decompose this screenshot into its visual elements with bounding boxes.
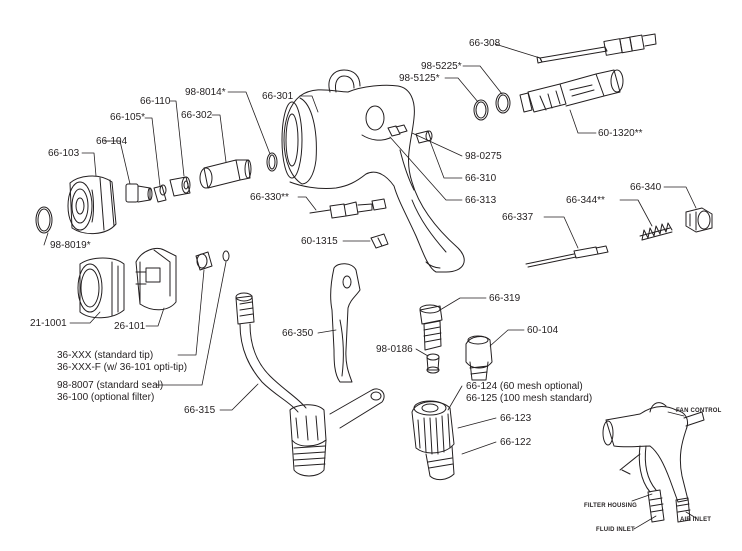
label-98-5125: 98-5125* [399, 73, 440, 84]
needle-spring [639, 222, 673, 241]
label-98-8014: 98-8014* [185, 87, 226, 98]
trigger-screw [370, 233, 389, 249]
label-66-122: 66-122 [500, 437, 532, 448]
small-screws [387, 124, 433, 144]
label-66-308: 66-308 [469, 38, 501, 49]
air-inlet-fitting [465, 335, 493, 381]
inset-label-fluid-inlet: FLUID INLET [596, 527, 635, 533]
label-66-319: 66-319 [489, 293, 521, 304]
label-36-100: 36-100 (optional filter) [57, 392, 155, 403]
label-98-0186: 98-0186 [376, 344, 413, 355]
air-fitting [419, 304, 443, 351]
retaining-ring [67, 175, 117, 234]
label-66-103: 66-103 [48, 148, 80, 159]
o-ring-98-5125 [473, 99, 489, 121]
air-valve-assembly [519, 69, 624, 113]
label-66-104: 66-104 [96, 136, 128, 147]
label-66-123: 66-123 [500, 413, 532, 424]
label-66-302: 66-302 [181, 110, 213, 121]
needle-cap [685, 207, 713, 233]
label-60-104: 60-104 [527, 325, 559, 336]
label-66-105: 66-105* [110, 112, 146, 123]
label-66-124: 66-124 (60 mesh optional) [466, 381, 583, 392]
label-98-8007: 98-8007 (standard seal) [57, 380, 164, 391]
label-66-340: 66-340 [630, 182, 662, 193]
label-98-5225: 98-5225* [421, 61, 462, 72]
trigger [330, 263, 361, 383]
inset-label-fan-control: FAN CONTROL [676, 408, 722, 414]
label-66-330: 66-330** [250, 192, 289, 203]
inset-gun-illustration [602, 402, 705, 523]
label-26-101: 26-101 [114, 321, 146, 332]
washer-98-0186 [426, 353, 440, 374]
label-21-1001: 21-1001 [30, 318, 67, 329]
fluid-needle [309, 198, 387, 219]
spreader-and-valve-parts [125, 176, 191, 203]
tip-seal [222, 250, 230, 262]
fluid-housing [199, 159, 252, 189]
o-ring-98-8014 [266, 152, 278, 172]
filter-housing [411, 400, 455, 481]
label-98-0275: 98-0275 [465, 151, 502, 162]
label-60-1320: 60-1320** [598, 128, 643, 139]
label-66-315: 66-315 [184, 405, 216, 416]
o-ring-98-5225 [495, 92, 511, 114]
label-60-1315: 60-1315 [301, 236, 338, 247]
label-36-xxx: 36-XXX (standard tip) [57, 350, 154, 361]
leader-lines [43, 43, 697, 530]
o-ring-98-8019 [35, 206, 53, 234]
inset-label-air-inlet: AIR INLET [680, 517, 712, 523]
label-66-125: 66-125 (100 mesh standard) [466, 393, 593, 404]
needle-rod [525, 245, 609, 268]
inset-label-filter-housing: FILTER HOUSING [584, 503, 638, 509]
gun-body [281, 69, 465, 273]
air-cap [77, 257, 125, 319]
label-66-344: 66-344** [566, 195, 605, 206]
tip-guard [135, 248, 177, 311]
fluid-tube-assembly [235, 292, 385, 477]
label-98-8019: 98-8019* [50, 240, 91, 251]
air-valve-rod [536, 33, 657, 64]
label-36-xxx-f: 36-XXX-F (w/ 36-101 opti-tip) [57, 362, 188, 373]
label-66-110: 66-110 [140, 96, 171, 107]
label-66-350: 66-350 [282, 328, 314, 339]
label-66-310: 66-310 [465, 173, 497, 184]
label-66-337: 66-337 [502, 212, 534, 223]
label-66-313: 66-313 [465, 195, 497, 206]
label-66-301: 66-301 [262, 91, 294, 102]
spray-tip [195, 251, 213, 271]
